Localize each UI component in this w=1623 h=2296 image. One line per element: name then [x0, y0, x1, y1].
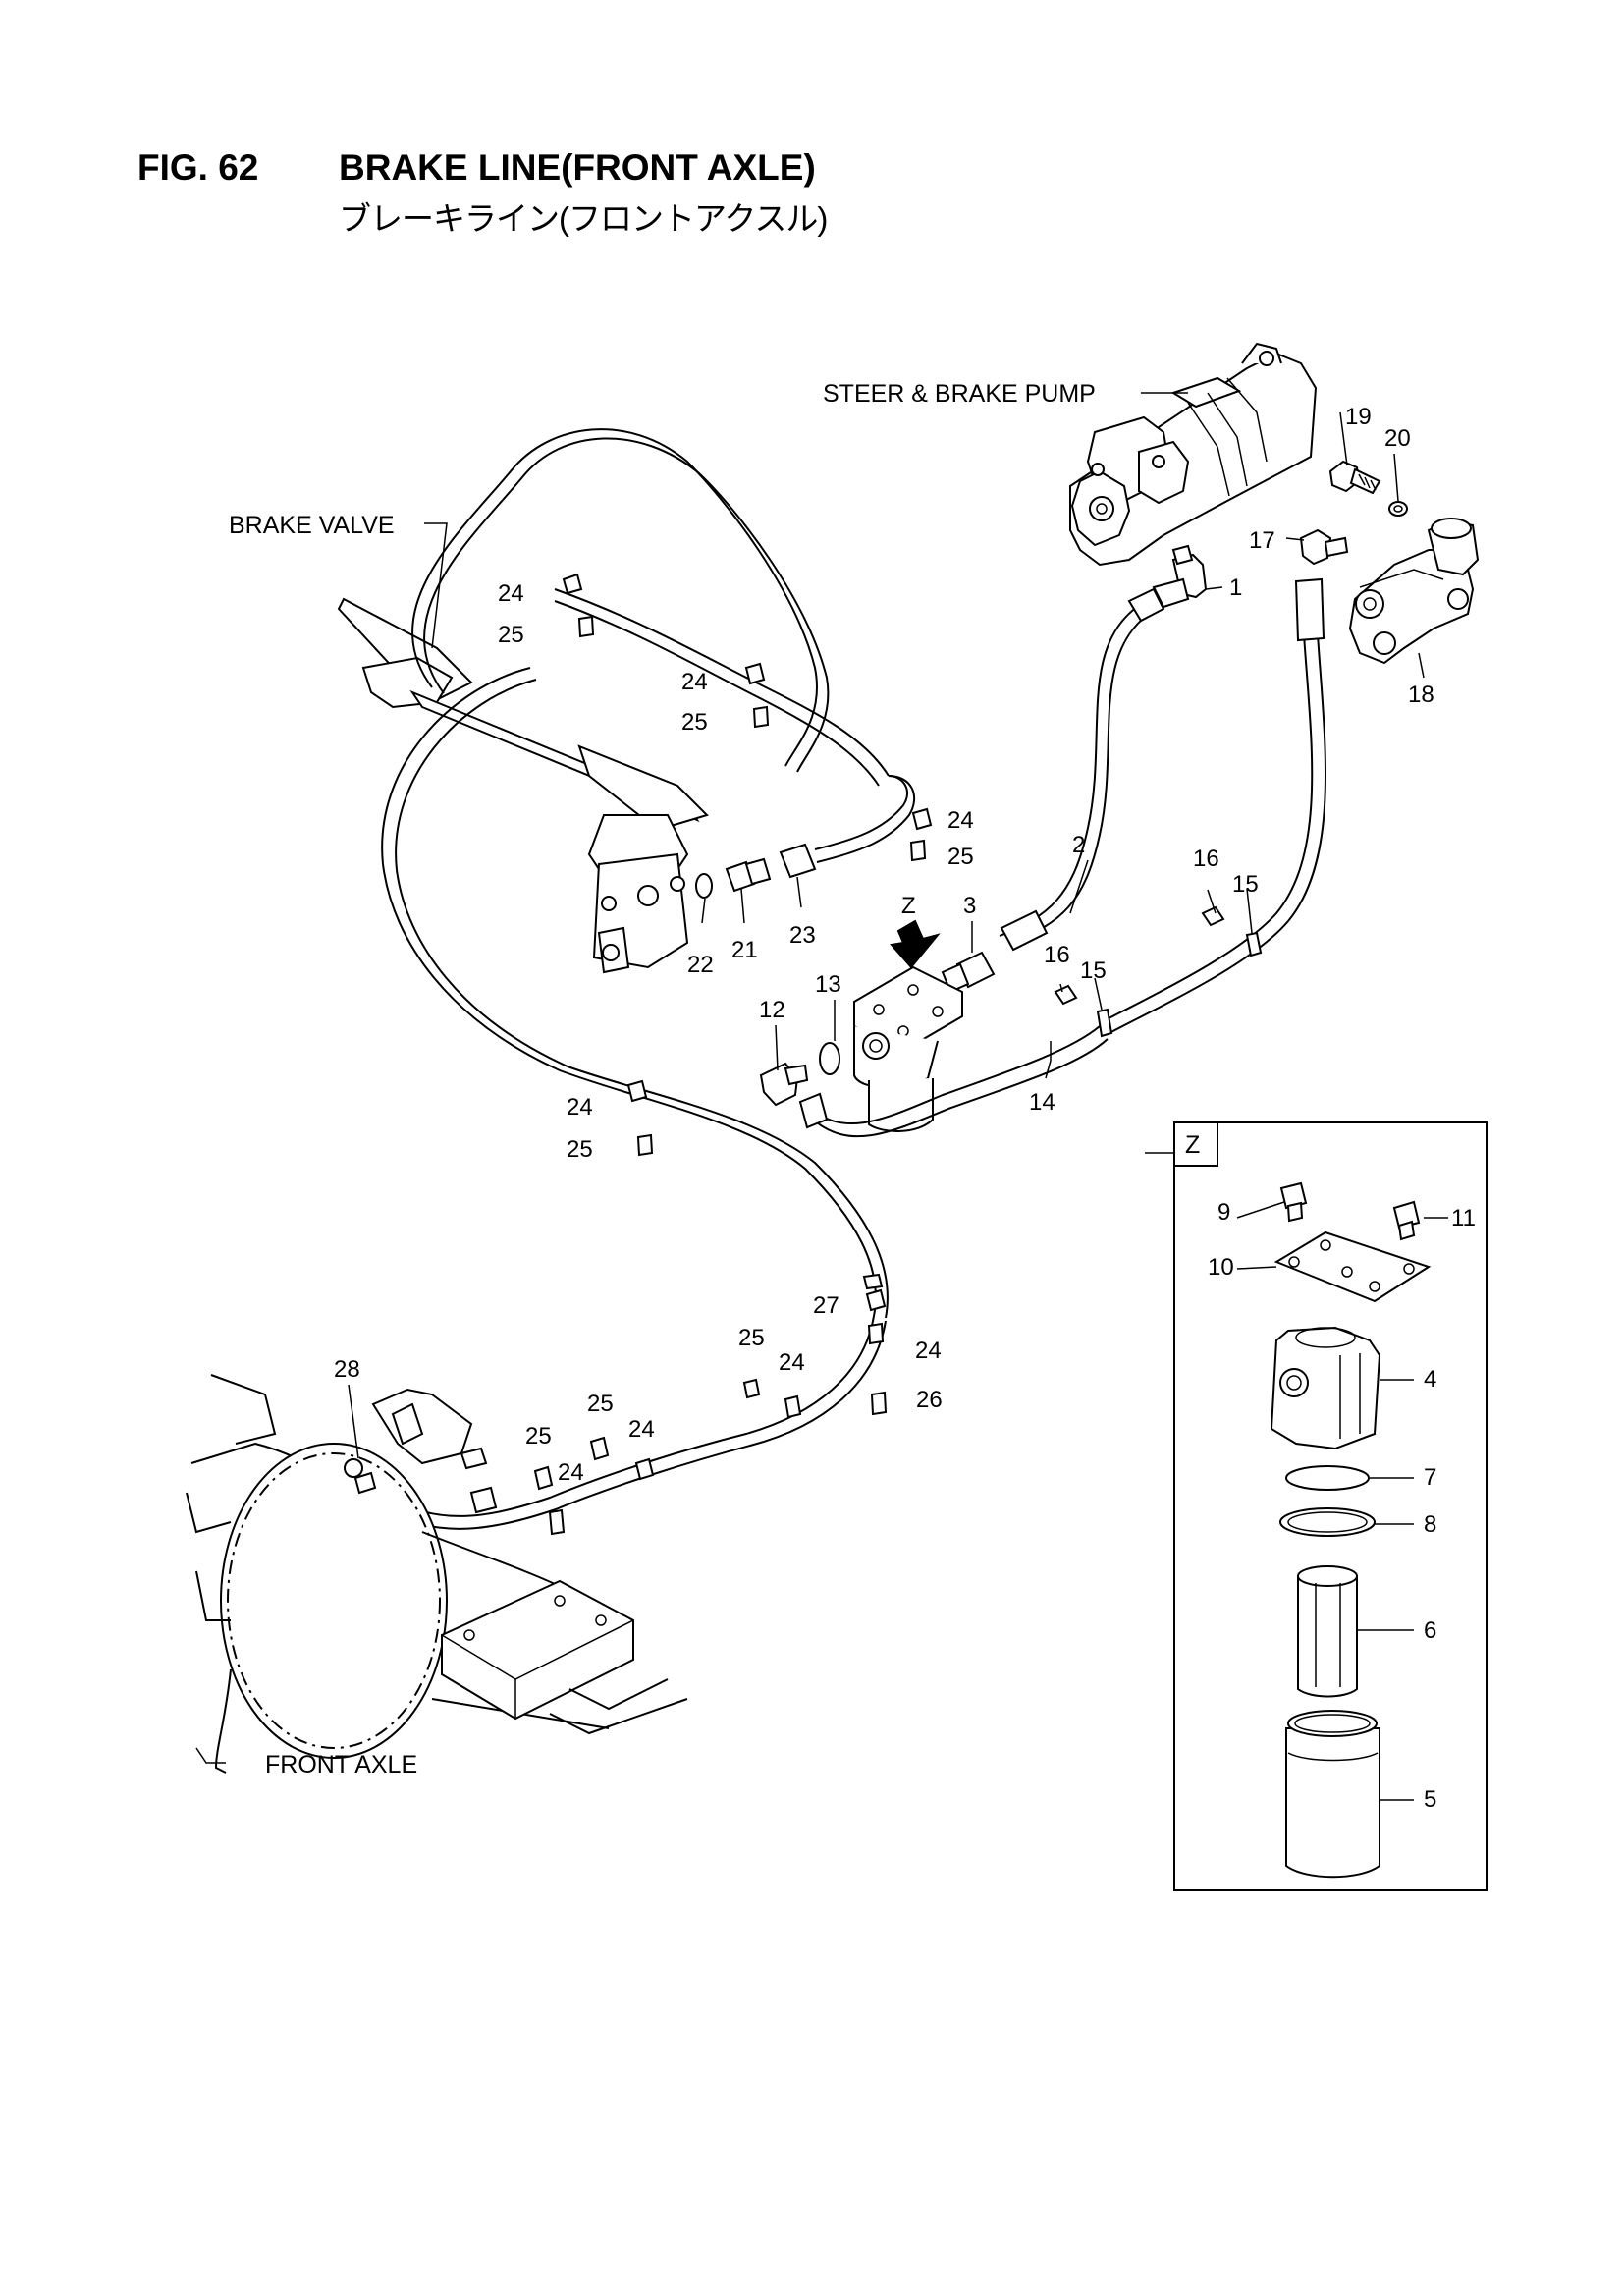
- callout: 3: [963, 893, 976, 919]
- clamps-15-16: [1054, 905, 1263, 1038]
- o-ring-13: [819, 1042, 840, 1075]
- leader-lines: [195, 392, 1448, 1801]
- callout: 15: [1232, 871, 1259, 898]
- figure-subtitle: ブレーキライン(フロントアクスル): [339, 200, 828, 237]
- front-axle: [186, 1374, 688, 1774]
- callout: 7: [1424, 1464, 1436, 1491]
- callout: 16: [1193, 846, 1219, 872]
- callout: 24: [915, 1338, 942, 1364]
- axle-fitting-28: [344, 1388, 498, 1514]
- callout: 24: [558, 1459, 584, 1486]
- callout: 1: [1229, 574, 1242, 601]
- callout: 24: [498, 580, 524, 607]
- filter-assembly: [853, 965, 963, 1132]
- steer-brake-pump: [1069, 342, 1318, 567]
- callout: 16: [1044, 942, 1070, 968]
- callout: 17: [1249, 527, 1275, 554]
- washer-20: [1388, 501, 1408, 517]
- callout: 8: [1424, 1511, 1436, 1538]
- brake-valve: [337, 597, 709, 974]
- callout: 2: [1072, 832, 1085, 858]
- elbow-fitting-1: [1152, 544, 1208, 609]
- callout: 19: [1345, 404, 1372, 430]
- callout: 28: [334, 1356, 360, 1383]
- view-z-arrow: [890, 919, 941, 969]
- brake-line-upper-loop: [411, 428, 890, 787]
- callout: 24: [947, 807, 974, 834]
- o-ring-22: [695, 873, 713, 899]
- callout: 25: [498, 622, 524, 648]
- hose-23: [779, 775, 915, 879]
- callout: 15: [1080, 957, 1107, 984]
- callout: 25: [525, 1423, 552, 1449]
- callout: 25: [681, 709, 708, 736]
- callout: 5: [1424, 1786, 1436, 1813]
- front-axle-label: FRONT AXLE: [265, 1751, 417, 1778]
- callout: 25: [947, 844, 974, 870]
- figure-number: FIG. 62: [137, 147, 259, 188]
- callout: 18: [1408, 682, 1434, 708]
- callout: 11: [1451, 1205, 1476, 1231]
- hose-2: [999, 587, 1165, 952]
- callout: 23: [789, 922, 816, 949]
- hose-14: [798, 1025, 1109, 1138]
- callout: 25: [567, 1136, 593, 1163]
- callout: 25: [587, 1391, 614, 1417]
- callout: 24: [567, 1094, 593, 1121]
- brake-line-big-loop: [381, 667, 889, 1319]
- callout: 24: [681, 669, 708, 695]
- view-arrow-label: Z: [901, 893, 916, 919]
- callout: 13: [815, 971, 841, 998]
- callout: 9: [1217, 1199, 1230, 1226]
- valve-block-18: [1348, 518, 1480, 665]
- callout: 21: [731, 937, 758, 963]
- elbow-fitting-12: [759, 1062, 809, 1107]
- callout: 14: [1029, 1089, 1055, 1116]
- callout: 6: [1424, 1617, 1436, 1644]
- elbow-fitting-17: [1299, 528, 1349, 566]
- bolt-19: [1328, 460, 1381, 495]
- callout: 10: [1208, 1254, 1234, 1281]
- figure-title: BRAKE LINE(FRONT AXLE): [339, 147, 816, 188]
- callout: 27: [813, 1292, 839, 1319]
- callout: 24: [628, 1416, 655, 1443]
- detail-view-label: Z: [1185, 1131, 1200, 1159]
- callout: 22: [687, 952, 714, 978]
- callout: 24: [779, 1349, 805, 1376]
- steer-brake-pump-label: STEER & BRAKE PUMP: [823, 380, 1096, 408]
- hose-from-17: [1099, 577, 1326, 1035]
- clips-and-bolts: [533, 573, 933, 1536]
- callout: 4: [1424, 1366, 1436, 1393]
- fitting-21: [725, 857, 772, 893]
- callout: 25: [738, 1325, 765, 1351]
- callout: 12: [759, 997, 785, 1023]
- callout: 20: [1384, 425, 1411, 452]
- brake-valve-label: BRAKE VALVE: [229, 512, 395, 539]
- detail-view-z: [1173, 1121, 1488, 1891]
- callout: 26: [916, 1387, 943, 1413]
